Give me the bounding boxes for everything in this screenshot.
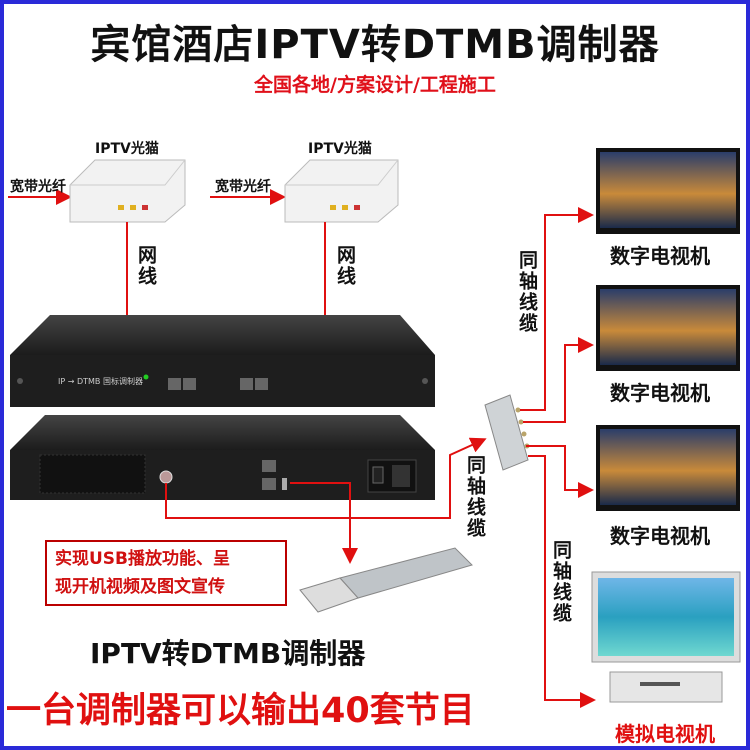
usb-note-line1: 实现USB播放功能、呈 <box>55 549 231 569</box>
usb-note: 实现USB播放功能、呈 现开机视频及图文宣传 <box>45 540 287 606</box>
coax-label-2: 同轴线缆 <box>464 455 486 539</box>
coax-label-1: 同轴线缆 <box>516 250 538 334</box>
tv-label-1: 数字电视机 <box>610 244 710 268</box>
analog-tv <box>591 571 741 703</box>
coax-tv-3 <box>526 445 594 498</box>
digital-tv-2 <box>596 285 740 371</box>
modulator-front <box>10 315 435 407</box>
coax-tv-1 <box>520 207 594 411</box>
modem-1 <box>69 159 186 223</box>
digital-tv-3 <box>596 425 740 511</box>
modulator-back <box>10 415 435 500</box>
page-title: 宾馆酒店IPTV转DTMB调制器 <box>90 22 660 68</box>
usb-note-line2: 现开机视频及图文宣传 <box>55 577 225 597</box>
tv-label-3: 数字电视机 <box>610 524 710 548</box>
coax-label-3: 同轴线缆 <box>550 540 572 624</box>
usb-stick <box>299 547 473 613</box>
modem-label-1: IPTV光猫 <box>95 141 159 157</box>
product-name: IPTV转DTMB调制器 <box>90 637 366 670</box>
device-front-text: IP → DTMB 国标调制器 <box>58 377 143 386</box>
cable-label-1: 网线 <box>135 245 157 287</box>
subtitle: 全国各地/方案设计/工程施工 <box>254 74 496 96</box>
coax-to-splitter <box>165 437 487 519</box>
usb-cable <box>290 482 358 564</box>
cable-label-2: 网线 <box>334 245 356 287</box>
coax-tv-2 <box>523 337 594 423</box>
slogan: 一台调制器可以输出40套节目 <box>6 691 475 731</box>
splitter <box>484 394 530 471</box>
fiber-label-2: 宽带光纤 <box>215 179 271 195</box>
tv-label-4: 模拟电视机 <box>615 722 715 746</box>
tv-label-2: 数字电视机 <box>610 381 710 405</box>
modem-2 <box>284 159 399 223</box>
digital-tv-1 <box>596 148 740 234</box>
coax-tv-4 <box>528 455 596 708</box>
modem-label-2: IPTV光猫 <box>308 141 372 157</box>
fiber-label-1: 宽带光纤 <box>10 179 66 195</box>
